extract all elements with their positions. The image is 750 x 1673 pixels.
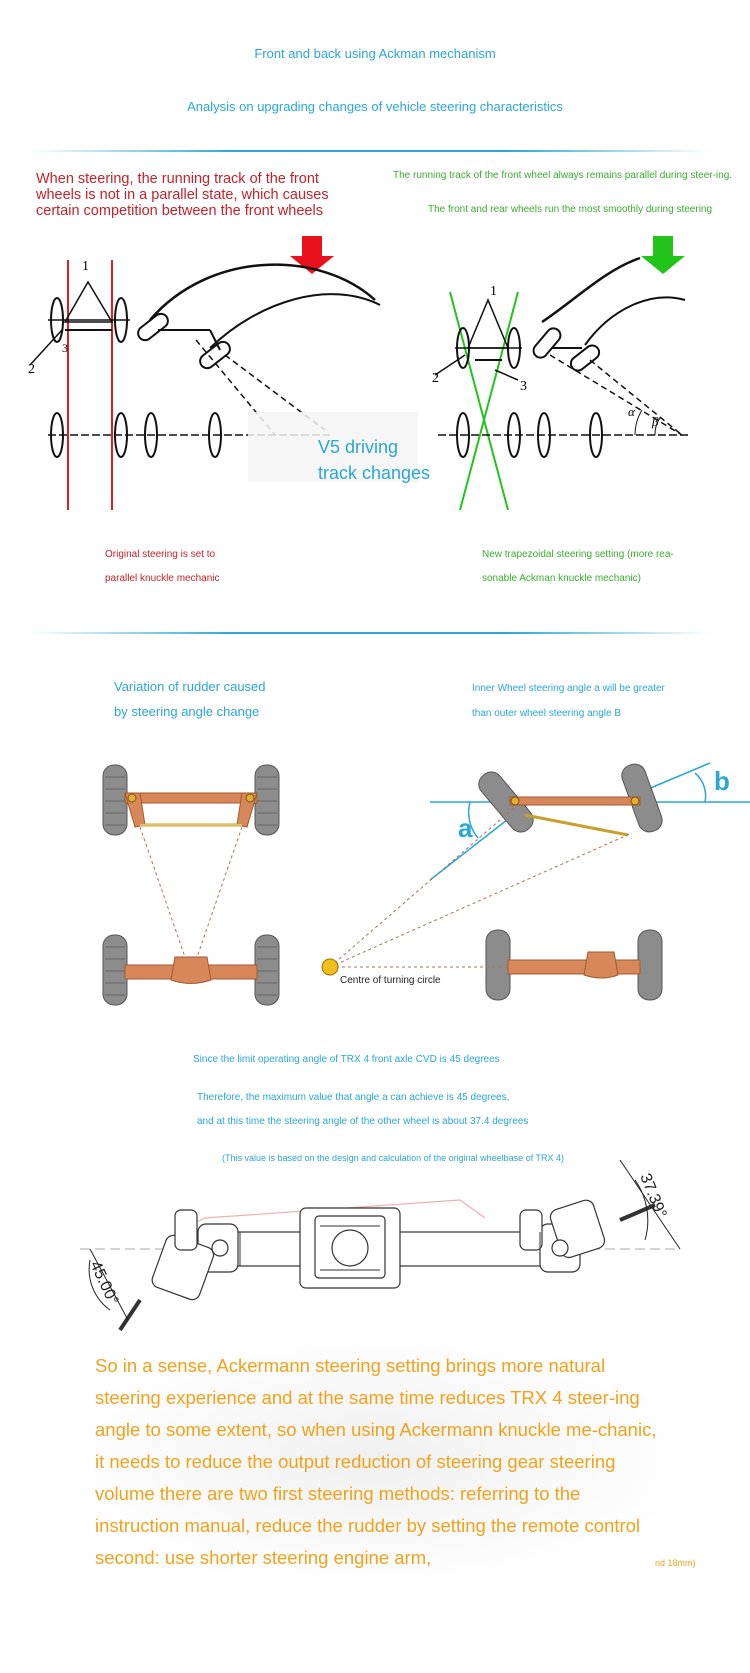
left-steering-note: When steering, the running track of the …: [36, 171, 329, 219]
max-angle-note-1: Therefore, the maximum value that angle …: [197, 1092, 510, 1103]
svg-text:3: 3: [62, 341, 68, 355]
svg-text:β: β: [651, 414, 659, 429]
angle-b-label: b: [714, 766, 730, 796]
parallel-steering-diagram: 1 2 3: [28, 236, 381, 510]
svg-text:2: 2: [432, 371, 439, 386]
turning-chassis-diagram: a b Centre of turning circle: [321, 762, 750, 1001]
conclusion-tail: nd 18mm): [655, 1558, 696, 1568]
svg-text:1: 1: [82, 259, 89, 274]
cvd-limit-note: Since the limit operating angle of TRX 4…: [193, 1054, 500, 1065]
angle-right-label: 37.39°: [636, 1171, 669, 1220]
divider-top: [30, 150, 710, 152]
max-angle-note-2: and at this time the steering angle of t…: [197, 1116, 529, 1127]
wheelbase-note: (This value is based on the design and c…: [222, 1153, 565, 1163]
rudder-variation-title-1: Variation of rudder caused: [114, 679, 266, 694]
page-title: Front and back using Ackman mechanism: [254, 46, 496, 61]
overlay-text-line2: track changes: [318, 463, 431, 483]
divider-middle: [30, 632, 710, 634]
conclusion-text: So in a sense, Ackermann steering settin…: [95, 1355, 657, 1568]
overlay-blur-box: [248, 412, 418, 482]
conclusion-backdrop: [75, 1335, 675, 1585]
page-subtitle: Analysis on upgrading changes of vehicle…: [187, 99, 563, 114]
svg-text:α: α: [628, 404, 636, 419]
angle-a-label: a: [458, 813, 473, 843]
svg-text:3: 3: [520, 379, 527, 394]
caption-left-line1: Original steering is set to: [105, 549, 216, 560]
right-steering-note-2: The front and rear wheels run the most s…: [428, 204, 713, 215]
right-steering-note-1: The running track of the front wheel alw…: [393, 170, 733, 181]
angle-left-label: 45.00°: [86, 1259, 121, 1308]
inner-wheel-title-1: Inner Wheel steering angle a will be gre…: [472, 683, 665, 694]
turning-center-label: Centre of turning circle: [340, 975, 441, 986]
svg-text:1: 1: [490, 284, 497, 299]
overlay-text-line1: V5 driving: [318, 437, 399, 457]
caption-right-line1: New trapezoidal steering setting (more r…: [482, 549, 674, 560]
front-axle-drawing: 45.00° 37.39°: [80, 1159, 681, 1332]
inner-wheel-title-2: than outer wheel steering angle B: [472, 708, 621, 719]
red-down-arrow-icon: [290, 236, 334, 274]
svg-text:2: 2: [28, 362, 35, 377]
caption-right-line2: sonable Ackman knuckle mechanic): [482, 573, 641, 584]
straight-chassis-diagram: [102, 764, 280, 1006]
green-down-arrow-icon: [641, 236, 685, 274]
caption-left-line2: parallel knuckle mechanic: [105, 573, 220, 584]
ackermann-steering-diagram: 1 2 3 α β: [432, 236, 690, 511]
rudder-variation-title-2: by steering angle change: [114, 704, 260, 719]
